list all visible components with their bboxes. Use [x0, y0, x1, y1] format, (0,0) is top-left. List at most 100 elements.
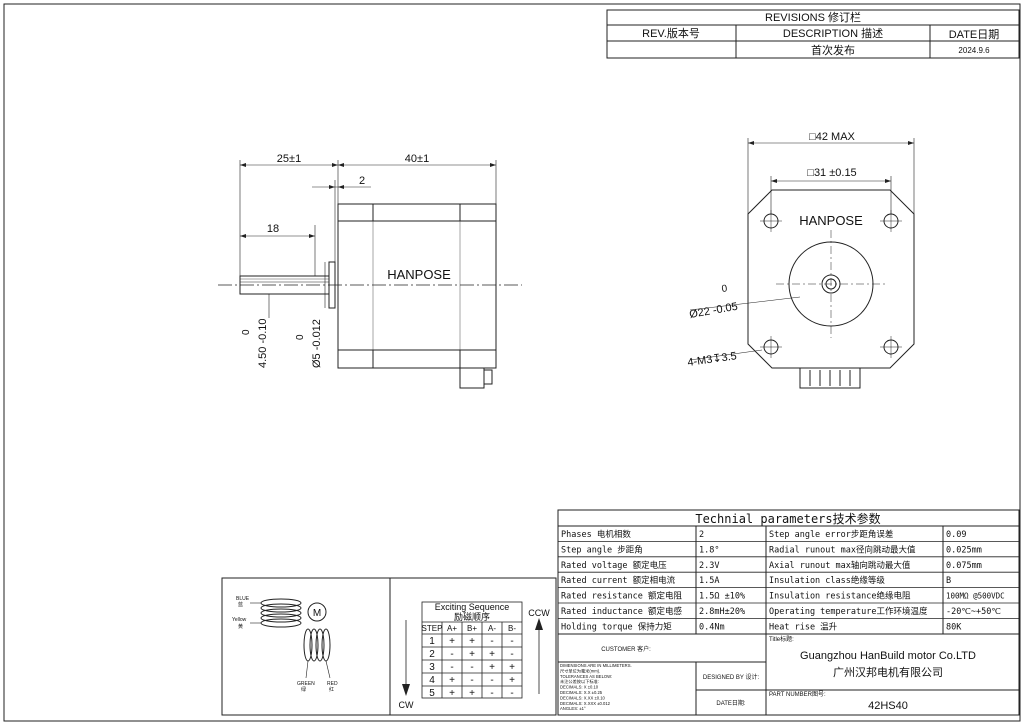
dim-flat: 4.50 -0.10 [257, 318, 269, 368]
dim-thread: 4-M3↧3.5 [687, 350, 738, 369]
dim-body-length: 40±1 [405, 153, 429, 165]
company-name-en: Guangzhou HanBuild motor Co.LTD [800, 650, 976, 662]
param-cell: -20℃~+50℃ [946, 607, 1001, 617]
description-column-header: DESCRIPTION 描述 [783, 26, 883, 40]
sequence-cell: - [490, 675, 493, 686]
sequence-table [405, 601, 540, 699]
sequence-cell: - [510, 688, 513, 699]
sequence-cell: + [489, 649, 495, 660]
date-label: DATE日期: [716, 699, 746, 707]
tolerance-note-line: ANGLES: ±1° [560, 706, 586, 711]
param-cell: 1.5Ω ±10% [699, 592, 745, 602]
sequence-title: Exciting Sequence [435, 602, 510, 612]
sequence-header-cell: B- [508, 624, 516, 633]
sequence-cell: 3 [429, 662, 435, 673]
tolerance-notes: DIMENSIONS ARE IN MILLIMETERS.尺寸单位为毫米(mm… [560, 663, 632, 711]
param-cell: 2 [699, 530, 704, 540]
param-cell: Rated inductance 额定电感 [561, 606, 682, 617]
side-view-arrows [240, 163, 496, 238]
wire-label-blue-cn: 蓝 [238, 601, 243, 608]
designed-by-label: DESIGNED BY 设计: [703, 673, 760, 681]
tolerance-note-line: DECIMALS: X ±0.10 [560, 685, 599, 690]
param-cell: Holding torque 保持力矩 [561, 621, 672, 632]
param-cell: 0.025mm [946, 545, 982, 555]
motor-symbol: M [313, 608, 321, 619]
dim-diameter-tolerance: 0 [295, 334, 306, 340]
dim-shaft-diameter: Ø5 -0.012 [311, 319, 323, 368]
sequence-cell: + [509, 662, 515, 673]
sequence-title-cn: 励磁顺序 [454, 611, 490, 622]
cw-label: CW [399, 700, 414, 710]
parameters-cells: Phases 电机相数 2 Step angle error步距角误差 0.09Ste… [561, 529, 1005, 632]
param-cell: Rated voltage 额定电压 [561, 560, 667, 571]
title-block [557, 633, 1020, 716]
ccw-label: CCW [528, 608, 550, 618]
sequence-header-cell: STEP [422, 624, 443, 633]
customer-label: CUSTOMER 客户: [601, 645, 651, 653]
revision-description: 首次发布 [811, 43, 855, 57]
dim-shaft-length: 18 [267, 223, 279, 235]
param-cell: Rated current 额定相电流 [561, 575, 676, 586]
sequence-cell: + [449, 675, 455, 686]
title-label: Title标题: [769, 635, 794, 643]
tolerance-note-line: 尺寸单位为毫米(mm). [560, 667, 600, 674]
date-column-header: DATE日期 [949, 28, 1000, 41]
dim-boss-tolerance: 0 [721, 283, 728, 295]
revisions-table [606, 9, 1020, 59]
wire-label-yellow-cn: 黄 [238, 623, 243, 630]
sequence-cell: + [469, 649, 475, 660]
param-cell: Step angle 步距角 [561, 544, 643, 555]
dim-flat-tolerance: 0 [241, 329, 252, 335]
param-cell: 2.3V [699, 561, 719, 571]
dim-boss-diameter: Ø22 -0.05 [688, 301, 738, 321]
wire-label-red-cn: 红 [329, 686, 334, 693]
sequence-cell: - [470, 662, 473, 673]
revisions-header: REVISIONS 修订栏 [765, 10, 861, 24]
sequence-cell: - [510, 649, 513, 660]
param-cell: 0.09 [946, 530, 966, 540]
sequence-cell: + [449, 688, 455, 699]
wire-label-green-cn: 绿 [301, 686, 306, 693]
param-cell: 1.5A [699, 576, 719, 586]
front-view [689, 138, 915, 389]
sequence-header-cell: B+ [467, 624, 477, 633]
param-cell: 2.8mH±20% [699, 607, 745, 617]
sequence-cell: + [509, 675, 515, 686]
sequence-cell: 4 [429, 675, 435, 686]
param-cell: Step angle error步距角误差 [769, 529, 893, 540]
wire-label-red: RED [327, 681, 338, 687]
tolerance-note-line: DIMENSIONS ARE IN MILLIMETERS. [560, 663, 632, 668]
sequence-cell: 5 [429, 688, 435, 699]
dim-hole-spacing: □31 ±0.15 [807, 167, 856, 179]
side-view [218, 160, 522, 389]
param-cell: Operating temperature工作环境温度 [769, 606, 928, 617]
sequence-cell: 1 [429, 636, 435, 647]
sequence-cell: - [470, 675, 473, 686]
sequence-cell: - [450, 649, 453, 660]
revision-date: 2024.9.6 [958, 46, 990, 55]
param-cell: 80K [946, 622, 962, 632]
front-view-arrows [748, 141, 914, 183]
param-cell: Radial runout max径向跳动最大值 [769, 544, 916, 555]
param-cell: Axial runout max轴向跳动最大值 [769, 560, 911, 571]
sequence-header-cell: A+ [447, 624, 457, 633]
wire-label-yellow: Yellow [232, 617, 247, 623]
sequence-cell: - [450, 662, 453, 673]
sheet-border [3, 3, 1021, 722]
sequence-cell: + [469, 636, 475, 647]
part-number: 42HS40 [868, 700, 908, 712]
tolerance-note-line: TOLERANCES AS BELOW: [560, 674, 612, 679]
dim-outer-size: □42 MAX [809, 131, 855, 143]
tolerance-note-line: DECIMALS: X.XX ±0.10 [560, 695, 606, 700]
rev-column-header: REV.版本号 [642, 26, 700, 40]
param-cell: Heat rise 温升 [769, 621, 838, 632]
param-cell: 1.8° [699, 545, 719, 555]
sequence-header-cell: A- [488, 624, 496, 633]
dim-flange: 2 [359, 175, 365, 187]
param-cell: Phases 电机相数 [561, 529, 631, 540]
side-view-brand: HANPOSE [387, 267, 451, 282]
param-cell: 0.075mm [946, 561, 982, 571]
sequence-cell: - [490, 688, 493, 699]
